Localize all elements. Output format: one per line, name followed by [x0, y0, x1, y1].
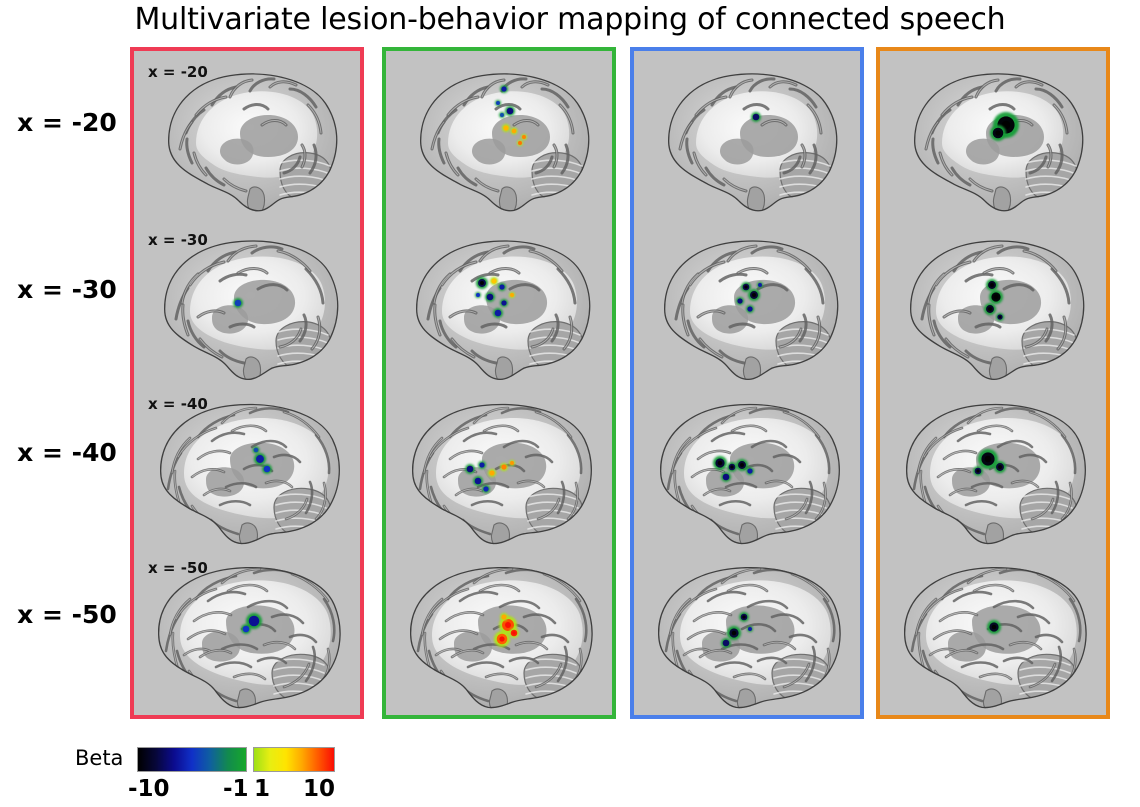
row-label-x-40: x = -40 [17, 438, 117, 467]
colorbar-legend: Beta -10 -1 1 10 [0, 740, 1140, 807]
colorbar-tick-neg-max: -1 [223, 776, 249, 802]
brain-slice-c4-r2 [880, 223, 1106, 387]
brain-slice-c2-r3 [386, 387, 612, 551]
colorbar-tick-neg-min: -10 [128, 776, 170, 802]
brain-slice-c1-r3: x = -40 [134, 387, 360, 551]
colorbar-positive [253, 747, 335, 772]
brain-slice-c3-r2 [634, 223, 860, 387]
colorbar-tick-pos-max: 10 [303, 776, 336, 802]
brain-slice-c3-r3 [634, 387, 860, 551]
row-label-x-50: x = -50 [17, 600, 117, 629]
brain-slice-c4-r4 [880, 551, 1106, 715]
brain-slice-c3-r1 [634, 55, 860, 219]
panel-column-4[interactable] [876, 47, 1110, 719]
brain-slice-c4-r1 [880, 55, 1106, 219]
brain-slice-c3-r4 [634, 551, 860, 715]
brain-slice-c2-r4 [386, 551, 612, 715]
panel-column-2[interactable] [382, 47, 616, 719]
brain-slice-c1-r1: x = -20 [134, 55, 360, 219]
row-label-x-20: x = -20 [17, 108, 117, 137]
row-label-x-30: x = -30 [17, 275, 117, 304]
brain-slice-c2-r1 [386, 55, 612, 219]
panel-column-3[interactable] [630, 47, 864, 719]
colorbar-negative [137, 747, 247, 772]
colorbar-label: Beta [75, 746, 124, 770]
colorbar-tick-pos-min: 1 [254, 776, 271, 802]
brain-slice-c1-r2: x = -30 [134, 223, 360, 387]
page-title: Multivariate lesion-behavior mapping of … [134, 2, 1006, 37]
brain-slice-c2-r2 [386, 223, 612, 387]
brain-slice-c1-r4: x = -50 [134, 551, 360, 715]
brain-slice-c4-r3 [880, 387, 1106, 551]
